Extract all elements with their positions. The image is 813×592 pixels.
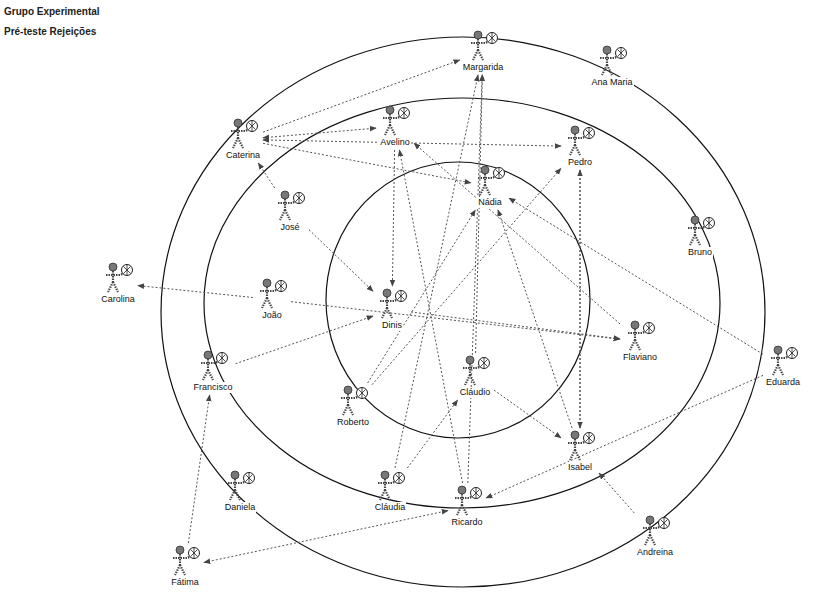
child-name: Avelino [379, 137, 410, 148]
rejection-arrow [263, 143, 471, 183]
rejection-arrow [263, 128, 376, 138]
child-name: Fátima [170, 577, 200, 588]
rejection-arrow [411, 312, 620, 339]
child-node: Eduarda [765, 345, 801, 388]
rejection-arrow [236, 316, 374, 364]
rejection-arrow [476, 75, 483, 353]
child-figure [373, 470, 407, 502]
child-node: Isabel [563, 430, 597, 473]
rejection-arrow [372, 168, 561, 384]
child-figure [375, 288, 409, 320]
rejection-arrow [392, 150, 394, 286]
rejection-arrow [407, 400, 457, 468]
rejection-arrow [309, 230, 373, 291]
outer-ring [161, 37, 765, 587]
rejection-arrow [498, 210, 572, 428]
rejection-arrow [414, 143, 620, 324]
rejection-arrow [468, 75, 482, 483]
rejection-arrow [494, 390, 561, 438]
child-node: Fátima [168, 545, 202, 588]
middle-ring [204, 98, 720, 508]
child-node: Andreina [636, 515, 674, 558]
child-name: José [279, 222, 300, 233]
child-node: Ana Maria [590, 45, 633, 88]
child-node: Avelino [378, 105, 412, 148]
child-name: Nádia [477, 197, 503, 208]
rejection-arrow [399, 150, 462, 483]
child-node: Caterina [225, 118, 261, 161]
child-node: José [273, 190, 307, 233]
rejection-arrow [368, 210, 476, 383]
rejection-arrow [599, 473, 634, 513]
child-name: Cláudio [459, 387, 492, 398]
child-node: Carolina [100, 262, 136, 305]
child-name: Cláudia [374, 502, 407, 513]
child-figure [450, 485, 484, 517]
child-node: Ricardo [450, 485, 484, 528]
child-figure [563, 430, 597, 462]
child-node: Daniela [223, 470, 257, 513]
child-figure [563, 125, 597, 157]
child-name: Daniela [224, 502, 257, 513]
child-node: Flaviano [622, 320, 658, 363]
child-figure [196, 350, 230, 382]
rejection-arrow [263, 140, 561, 146]
child-name: Flaviano [622, 352, 658, 363]
inner-ring [326, 162, 590, 438]
rejection-arrow [580, 170, 581, 428]
child-name: Roberto [336, 417, 370, 428]
child-figure [101, 262, 135, 294]
rejection-arrow [138, 286, 253, 298]
rejection-arrow [580, 170, 581, 428]
child-figure [623, 320, 657, 352]
child-figure [168, 545, 202, 577]
child-figure [458, 355, 492, 387]
child-node: Francisco [192, 350, 233, 393]
child-node: Dinis [375, 288, 409, 331]
rejection-arrow [395, 75, 478, 468]
subtitle-label: Pré-teste Rejeições [4, 26, 96, 37]
child-node: Margarida [462, 30, 505, 73]
rejection-arrow [188, 395, 209, 543]
child-figure [336, 385, 370, 417]
child-name: Ricardo [450, 517, 483, 528]
child-node: Pedro [563, 125, 597, 168]
child-figure [223, 470, 257, 502]
child-figure [473, 165, 507, 197]
child-node: Bruno [683, 215, 717, 258]
child-node: Roberto [336, 385, 370, 428]
rejection-arrow [291, 302, 620, 340]
child-figure [226, 118, 260, 150]
rejection-arrow [258, 163, 274, 188]
child-figure [595, 45, 629, 77]
child-figure [378, 105, 412, 137]
child-name: Ana Maria [590, 77, 633, 88]
child-node: João [255, 278, 289, 321]
child-name: Isabel [567, 462, 593, 473]
child-name: Francisco [192, 382, 233, 393]
child-name: Carolina [100, 294, 136, 305]
child-name: João [261, 310, 283, 321]
child-figure [466, 30, 500, 62]
child-figure [683, 215, 717, 247]
child-node: Cláudio [458, 355, 492, 398]
rejection-arrow [204, 511, 448, 563]
child-figure [638, 515, 672, 547]
child-name: Pedro [567, 157, 593, 168]
child-name: Eduarda [765, 377, 801, 388]
child-node: Cláudia [373, 470, 407, 513]
child-name: Dinis [381, 320, 403, 331]
child-figure [255, 278, 289, 310]
child-name: Bruno [687, 247, 713, 258]
rejection-arrow [486, 375, 763, 498]
child-figure [273, 190, 307, 222]
child-name: Caterina [225, 150, 261, 161]
child-name: Andreina [636, 547, 674, 558]
child-figure [766, 345, 800, 377]
rejection-arrow [263, 60, 460, 132]
child-name: Margarida [462, 62, 505, 73]
child-node: Nádia [473, 165, 507, 208]
chart-title: Grupo Experimental [4, 6, 100, 17]
